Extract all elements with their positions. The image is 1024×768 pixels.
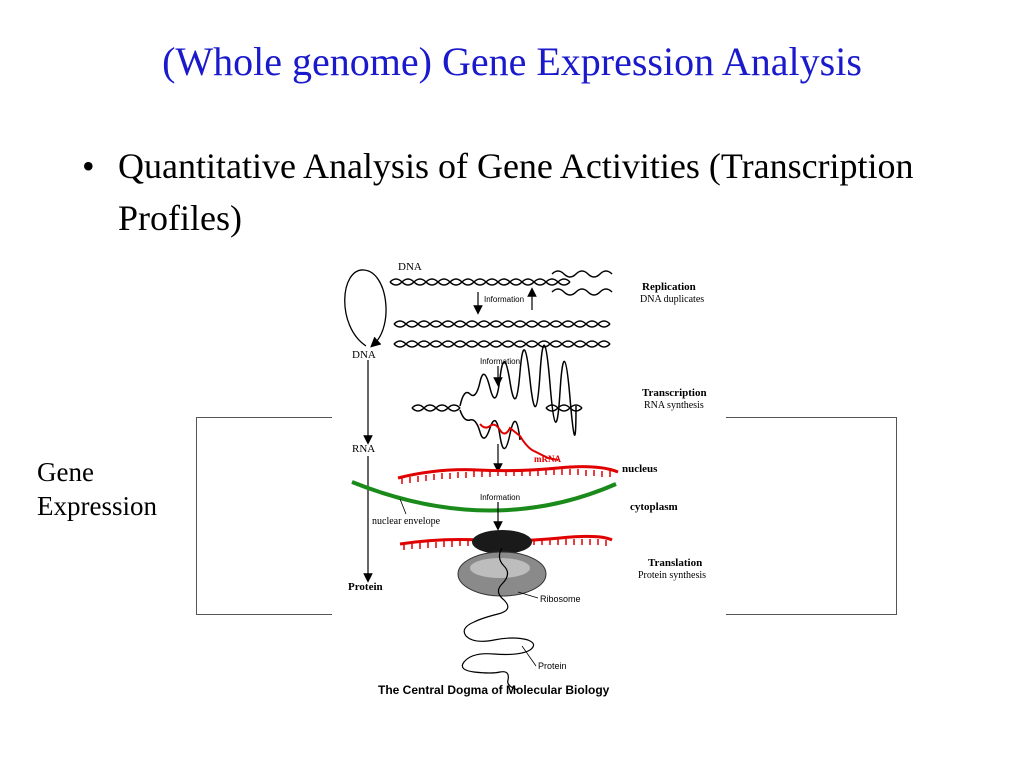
dna-helix-2a bbox=[551, 270, 613, 278]
label-ribosome: Ribosome bbox=[540, 594, 581, 604]
label-replication-sub: DNA duplicates bbox=[640, 294, 704, 305]
gene-expression-label: Gene Expression bbox=[37, 455, 157, 523]
label-replication-title: Replication bbox=[642, 281, 696, 293]
label-protein-chain: Protein bbox=[538, 661, 567, 671]
bullet-marker: • bbox=[82, 146, 95, 186]
label-information-2: Information bbox=[480, 357, 520, 366]
ribosome-large-subunit-highlight bbox=[470, 558, 530, 578]
dna-helix-2b bbox=[551, 288, 613, 296]
gene-expression-label-line2: Expression bbox=[37, 491, 157, 521]
central-dogma-figure: DNA DNA RNA Protein Information Replicat… bbox=[332, 256, 726, 702]
polypeptide-chain bbox=[461, 547, 535, 691]
mrna-strand-nucleus bbox=[397, 465, 619, 480]
label-nucleus: nucleus bbox=[622, 463, 658, 475]
label-nuclear-envelope: nuclear envelope bbox=[372, 516, 441, 527]
bullet-text: Quantitative Analysis of Gene Activities… bbox=[118, 146, 914, 238]
mrna-strand-transcript bbox=[479, 423, 559, 461]
label-transcription-title: Transcription bbox=[642, 387, 707, 399]
label-mrna: mRNA bbox=[534, 454, 561, 464]
ribosome-pointer bbox=[517, 591, 539, 599]
ribosome-small-subunit bbox=[472, 530, 532, 554]
slide-title: (Whole genome) Gene Expression Analysis bbox=[162, 39, 862, 84]
label-cytoplasm: cytoplasm bbox=[630, 501, 678, 513]
transcription-helix-right-b bbox=[545, 404, 583, 412]
central-dogma-diagram: DNA DNA RNA Protein Information Replicat… bbox=[344, 261, 707, 697]
transcription-helix-right-a bbox=[545, 404, 583, 412]
label-translation-sub: Protein synthesis bbox=[638, 570, 706, 581]
nuclear-envelope bbox=[351, 480, 617, 513]
mrna-nucleus-bases bbox=[401, 469, 611, 484]
label-translation-title: Translation bbox=[648, 557, 702, 569]
label-dna-top: DNA bbox=[398, 261, 422, 273]
replication-loop bbox=[344, 269, 387, 348]
label-dna-left: DNA bbox=[352, 349, 376, 361]
label-information-3: Information bbox=[480, 493, 520, 502]
dna-helix-3b bbox=[393, 320, 611, 328]
transcription-helix-left-b bbox=[411, 404, 461, 412]
left-bracket bbox=[196, 417, 367, 615]
label-transcription-sub: RNA synthesis bbox=[644, 400, 704, 411]
dna-helix-1b bbox=[389, 278, 571, 286]
label-rna-left: RNA bbox=[352, 443, 375, 455]
transcription-bubble-top bbox=[459, 344, 577, 436]
mrna-cytoplasm-bases bbox=[403, 539, 607, 550]
figure-caption: The Central Dogma of Molecular Biology bbox=[378, 683, 610, 697]
label-information-1: Information bbox=[484, 295, 524, 304]
right-bracket bbox=[700, 417, 897, 615]
gene-expression-label-line1: Gene bbox=[37, 457, 94, 487]
dna-helix-4b bbox=[393, 340, 611, 348]
protein-pointer bbox=[521, 645, 537, 667]
nuclear-envelope-pointer bbox=[399, 498, 407, 515]
transcription-bubble-bottom bbox=[459, 409, 521, 450]
dna-helix-1a bbox=[389, 278, 571, 286]
label-protein-left: Protein bbox=[348, 581, 383, 593]
